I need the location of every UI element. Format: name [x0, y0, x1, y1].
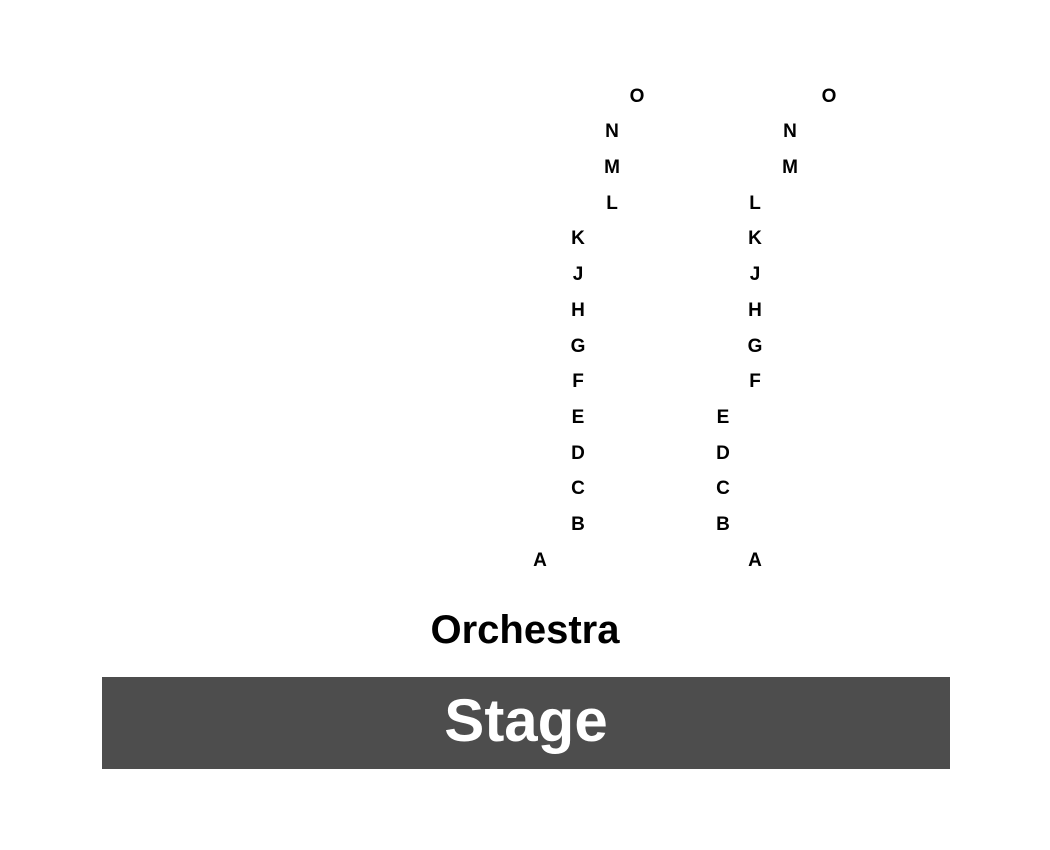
row-label-left-g: G [570, 336, 586, 357]
row-label-right-c: C [716, 478, 730, 499]
row-label-right-b: B [716, 514, 730, 535]
row-label-right-h: H [748, 300, 762, 321]
row-label-left-f: F [572, 371, 584, 392]
row-label-right-a: A [748, 550, 762, 571]
row-label-left-m: M [604, 157, 620, 178]
row-label-left-b: B [571, 514, 585, 535]
row-label-left-k: K [571, 228, 585, 249]
row-label-left-d: D [571, 443, 585, 464]
stage-label: Stage [444, 687, 608, 754]
row-label-left-o: O [629, 86, 645, 107]
row-label-right-n: N [783, 121, 797, 142]
row-label-right-f: F [749, 371, 761, 392]
row-label-left-e: E [571, 407, 585, 428]
row-label-right-l: L [749, 193, 761, 214]
row-label-right-k: K [748, 228, 762, 249]
row-label-left-a: A [533, 550, 547, 571]
row-label-right-d: D [716, 443, 730, 464]
row-label-right-j: J [749, 264, 761, 285]
section-label-orchestra: Orchestra [430, 608, 620, 652]
row-label-left-h: H [571, 300, 585, 321]
row-label-left-n: N [605, 121, 619, 142]
stage: Stage [102, 677, 950, 769]
row-label-right-g: G [747, 336, 763, 357]
row-label-right-e: E [716, 407, 730, 428]
row-label-left-l: L [606, 193, 618, 214]
row-label-right-o: O [821, 86, 837, 107]
row-label-right-m: M [782, 157, 798, 178]
row-label-left-j: J [572, 264, 584, 285]
row-label-left-c: C [571, 478, 585, 499]
